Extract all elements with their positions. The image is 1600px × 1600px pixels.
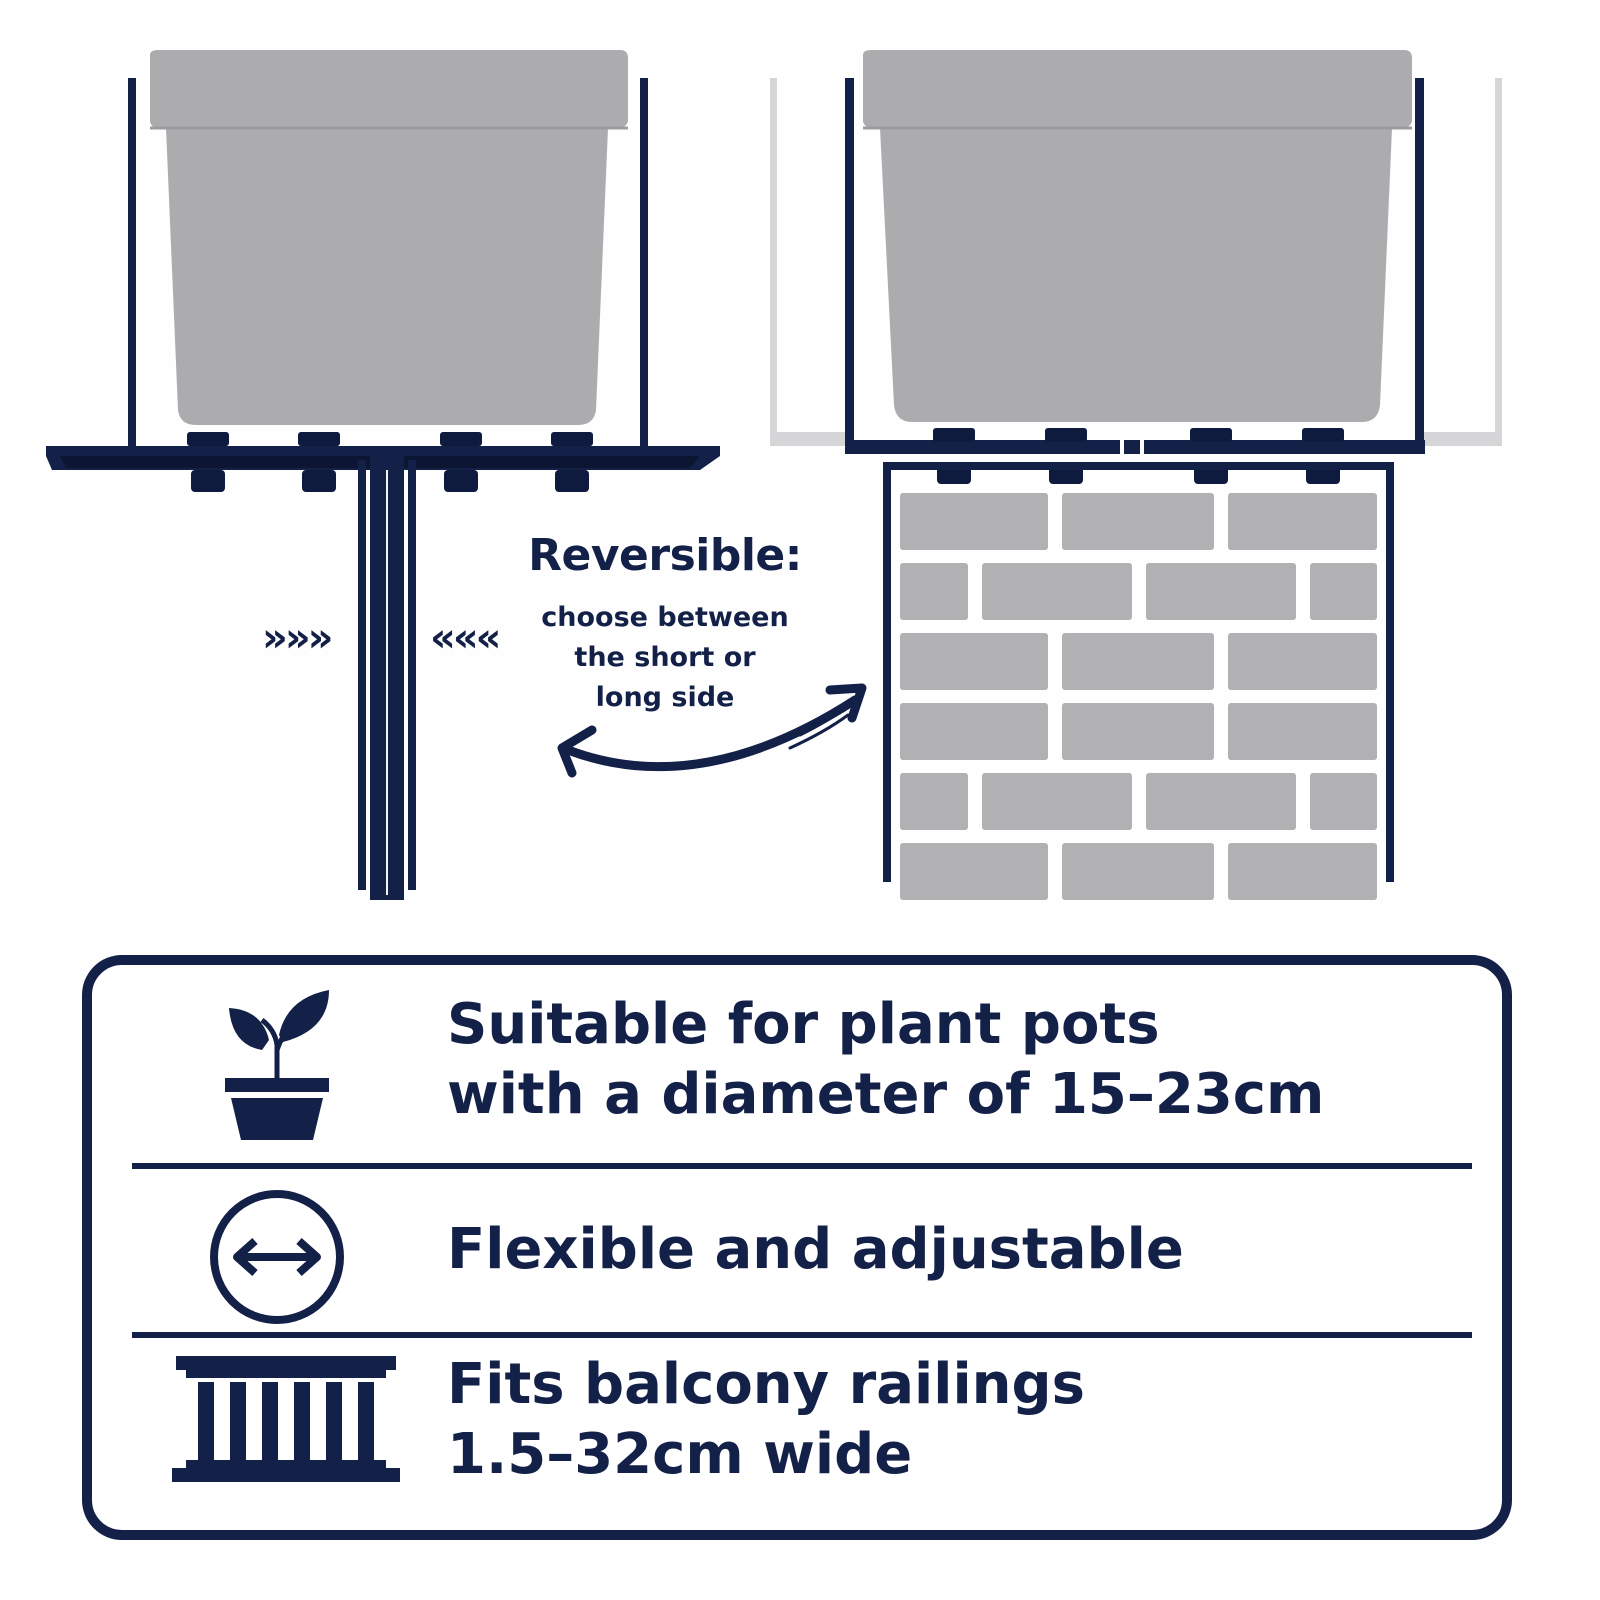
feature-line: Suitable for plant pots — [447, 992, 1160, 1057]
reversible-subtitle: choose between the short or long side — [505, 598, 825, 718]
features-box: Suitable for plant pots with a diameter … — [82, 955, 1512, 1540]
reversible-subtitle-line: long side — [595, 682, 735, 713]
curved-double-arrow-icon — [557, 683, 867, 778]
plant-pot-icon — [225, 990, 329, 1140]
feature-text-pot-size: Suitable for plant pots with a diameter … — [447, 990, 1324, 1130]
feature-text-adjustable: Flexible and adjustable — [447, 1215, 1184, 1285]
arrows-in-left-icon: »»» — [262, 615, 334, 661]
feature-row-pot-size: Suitable for plant pots with a diameter … — [92, 965, 1502, 1165]
brick-wall — [900, 493, 1377, 900]
arrows-in-right-icon: ««« — [430, 615, 502, 661]
feature-line: Fits balcony railings — [447, 1352, 1085, 1417]
holder-on-wall-illustration — [770, 50, 1502, 900]
left-bolts — [187, 432, 593, 492]
feature-line: Flexible and adjustable — [447, 1217, 1184, 1282]
feature-divider — [132, 1163, 1472, 1169]
feature-divider — [132, 1332, 1472, 1338]
left-pot — [150, 50, 628, 425]
reversible-subtitle-line: the short or — [574, 642, 756, 673]
right-pot — [863, 50, 1412, 422]
feature-row-adjustable: Flexible and adjustable — [92, 1169, 1502, 1334]
holder-on-railing-illustration — [46, 50, 720, 900]
balcony-railing-icon — [172, 1356, 400, 1482]
feature-row-railing-width: Fits balcony railings 1.5–32cm wide — [92, 1338, 1502, 1538]
reversible-subtitle-line: choose between — [541, 602, 789, 633]
feature-line: 1.5–32cm wide — [447, 1422, 913, 1487]
reversible-title: Reversible: — [528, 530, 802, 581]
feature-line: with a diameter of 15–23cm — [447, 1062, 1325, 1127]
feature-text-railing-width: Fits balcony railings 1.5–32cm wide — [447, 1350, 1085, 1490]
right-bolts — [933, 428, 1344, 484]
double-arrow-circle-icon — [210, 1190, 344, 1324]
reversible-holder-illustration — [46, 50, 1502, 900]
